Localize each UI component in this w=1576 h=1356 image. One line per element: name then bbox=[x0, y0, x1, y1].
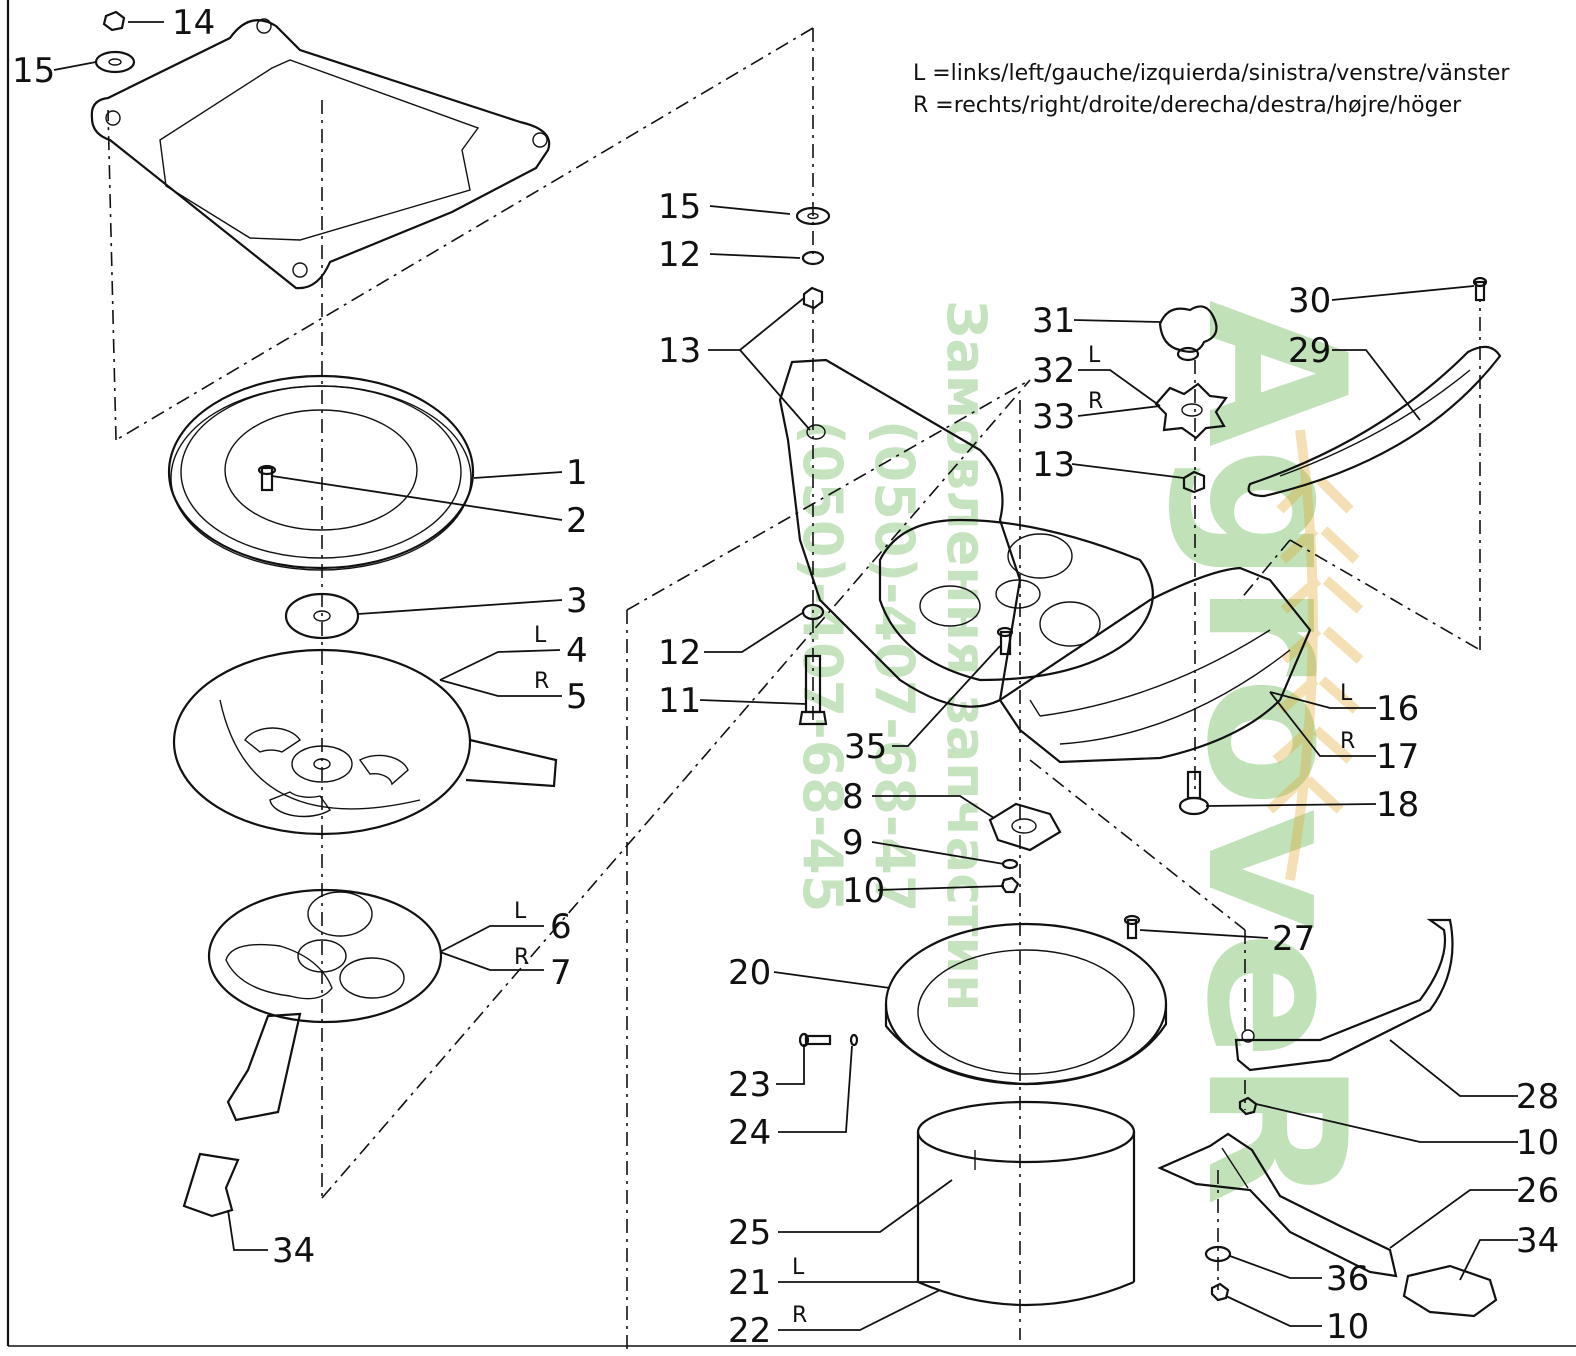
washer-15-upper bbox=[795, 206, 831, 226]
callout-14: 14 bbox=[172, 3, 215, 43]
bearing-flange-8 bbox=[988, 802, 1062, 852]
agitator-bowl-4-5 bbox=[172, 648, 558, 836]
callout-4: 4 bbox=[566, 631, 588, 671]
callout-5: 5 bbox=[566, 677, 588, 717]
nut-13-upper bbox=[802, 286, 824, 310]
side-label-l32: L bbox=[1088, 343, 1101, 368]
callout-21: 21 bbox=[728, 1263, 771, 1303]
callout-numbers: 14 15 1 2 3 4 L 5 R 6 L 7 R 34 15 12 13 … bbox=[12, 3, 1559, 1351]
callout-1: 1 bbox=[566, 453, 588, 493]
scraper-34-right bbox=[1402, 1264, 1498, 1318]
callout-23: 23 bbox=[728, 1065, 771, 1105]
callout-35: 35 bbox=[844, 727, 887, 767]
adjustment-plate-16-17 bbox=[998, 566, 1312, 764]
callout-3: 3 bbox=[566, 581, 588, 621]
nut-14 bbox=[102, 10, 126, 32]
watermark-phone-3: (050)-407-68-45 bbox=[791, 420, 854, 912]
nut-10-center bbox=[1000, 876, 1020, 894]
knob-31 bbox=[1158, 305, 1218, 362]
callout-10-lever: 10 bbox=[1516, 1123, 1559, 1163]
watermark-logo: AgroveR bbox=[1165, 300, 1386, 1206]
callout-12-lower: 12 bbox=[658, 633, 701, 673]
callout-34-right: 34 bbox=[1516, 1221, 1559, 1261]
callout-27: 27 bbox=[1272, 919, 1315, 959]
side-label-l16: L bbox=[1340, 681, 1353, 706]
bracket-plate bbox=[778, 358, 1154, 708]
lever-28 bbox=[1234, 918, 1454, 1072]
scale-bar-29 bbox=[1247, 345, 1502, 498]
washer-15 bbox=[94, 50, 136, 74]
callout-18: 18 bbox=[1376, 785, 1419, 825]
side-label-r33: R bbox=[1088, 389, 1103, 414]
callout-12-upper: 12 bbox=[658, 235, 701, 275]
side-label-r17: R bbox=[1340, 729, 1355, 754]
screw-35 bbox=[996, 626, 1014, 656]
side-label-r7: R bbox=[514, 945, 529, 970]
side-label-r22: R bbox=[792, 1303, 807, 1328]
callout-32: 32 bbox=[1032, 351, 1075, 391]
washer-9 bbox=[1001, 858, 1019, 870]
screw-27 bbox=[1123, 914, 1141, 940]
callout-25: 25 bbox=[728, 1213, 771, 1253]
legend-left-line: L =links/left/gauche/izquierda/sinistra/… bbox=[913, 61, 1510, 86]
hopper-ring-20 bbox=[884, 922, 1168, 1086]
callout-15-top: 15 bbox=[12, 51, 55, 91]
bolt-11 bbox=[798, 654, 828, 726]
washer-24 bbox=[849, 1033, 859, 1047]
screw-30 bbox=[1472, 276, 1488, 302]
watermark: AgroveR Замовлення запчастин (050)-407-6… bbox=[791, 300, 1386, 1206]
callout-8: 8 bbox=[842, 777, 864, 817]
assembly-centerlines bbox=[107, 27, 1481, 1350]
callout-26: 26 bbox=[1516, 1171, 1559, 1211]
nut-10-lever bbox=[1238, 1096, 1258, 1116]
hub-disc-3 bbox=[284, 592, 360, 640]
callout-20: 20 bbox=[728, 953, 771, 993]
callout-36: 36 bbox=[1326, 1259, 1369, 1299]
callout-29: 29 bbox=[1288, 331, 1331, 371]
side-label-l6: L bbox=[514, 899, 527, 924]
callout-31: 31 bbox=[1032, 301, 1075, 341]
callout-13-right: 13 bbox=[1032, 445, 1075, 485]
callout-28: 28 bbox=[1516, 1077, 1559, 1117]
nut-13-right bbox=[1182, 470, 1206, 494]
wheat-ear-icon bbox=[1266, 429, 1364, 881]
callout-9: 9 bbox=[842, 823, 864, 863]
side-label-r5: R bbox=[534, 669, 549, 694]
screw-2 bbox=[257, 464, 277, 492]
watermark-phone-2: (050)-407-68-47 bbox=[863, 420, 926, 912]
seed-plate-ring-1 bbox=[167, 374, 475, 571]
nut-10-bottom bbox=[1210, 1282, 1230, 1302]
side-label-l4: L bbox=[534, 623, 547, 648]
cylinder-21-22 bbox=[916, 1100, 1136, 1307]
callout-22: 22 bbox=[728, 1311, 771, 1351]
callout-10-center: 10 bbox=[842, 871, 885, 911]
mounting-frame bbox=[90, 18, 551, 290]
callout-2: 2 bbox=[566, 501, 588, 541]
callout-30: 30 bbox=[1288, 281, 1331, 321]
arm-26 bbox=[1157, 1132, 1398, 1278]
callout-17: 17 bbox=[1376, 737, 1419, 777]
callout-16: 16 bbox=[1376, 689, 1419, 729]
callout-33: 33 bbox=[1032, 397, 1075, 437]
side-label-l21: L bbox=[792, 1255, 805, 1280]
lock-washer-12-upper bbox=[801, 250, 825, 266]
callout-7: 7 bbox=[550, 953, 572, 993]
leader-lines bbox=[53, 21, 1518, 1331]
side-legend: L =links/left/gauche/izquierda/sinistra/… bbox=[913, 58, 1509, 122]
legend-right-line: R =rechts/right/droite/derecha/destra/hø… bbox=[913, 93, 1462, 118]
callout-6: 6 bbox=[550, 907, 572, 947]
watermark-phone-1: Замовлення запчастин bbox=[935, 300, 998, 1012]
scraper-34-left bbox=[182, 1152, 240, 1218]
callout-15-center: 15 bbox=[658, 187, 701, 227]
callout-10-bottom: 10 bbox=[1326, 1307, 1369, 1347]
callout-13-left: 13 bbox=[658, 331, 701, 371]
callout-24: 24 bbox=[728, 1113, 771, 1153]
star-wheel-32-33 bbox=[1154, 382, 1228, 440]
callout-34-left: 34 bbox=[272, 1231, 315, 1271]
callout-11: 11 bbox=[658, 681, 701, 721]
washer-36 bbox=[1204, 1245, 1232, 1263]
seed-plate-6-7 bbox=[207, 888, 443, 1122]
